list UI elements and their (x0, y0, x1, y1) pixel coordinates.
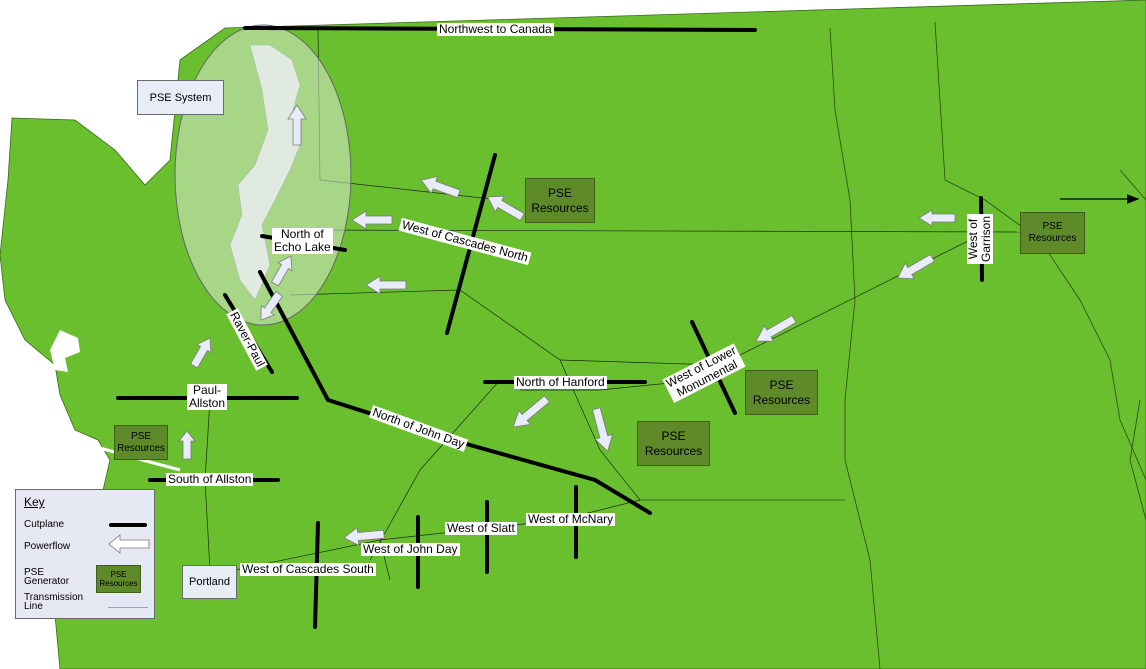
key-transmission-line-label: Transmission Line (24, 592, 84, 612)
pse-generator-far-east: PSE Resources (1020, 212, 1085, 254)
powerflow-arrow-icon (897, 253, 935, 280)
key-cutplane-label: Cutplane (24, 519, 65, 530)
key-title: Key (24, 495, 45, 509)
powerflow-arrow-icon (189, 337, 212, 369)
label-west-of-slatt: West of Slatt (445, 521, 517, 535)
label-west-of-mcnary: West of McNary (526, 512, 616, 526)
powerflow-arrow-icon (487, 195, 525, 222)
label-west-of-john-day: West of John Day (361, 542, 460, 556)
powerflow-arrow-icon (420, 175, 461, 199)
map-key: Key Cutplane Powerflow PSE Generator PSE… (15, 489, 155, 619)
powerflow-arrow-icon (351, 210, 393, 230)
powerflow-arrow-icon (287, 104, 307, 146)
powerflow-arrow-icon (270, 255, 293, 287)
label-north-of-echo-lake: North of Echo Lake (272, 227, 333, 254)
key-cutplane-swatch (109, 523, 147, 527)
powerflow-arrow-icon (591, 407, 614, 453)
pse-generator-east: PSE Resources (745, 370, 818, 415)
label-west-of-garrison: West of Garrison (966, 213, 994, 265)
powerflow-arrows (178, 104, 956, 547)
coast-inlet (50, 330, 80, 372)
key-powerflow-label: Powerflow (24, 541, 71, 552)
portland-label: Portland (182, 565, 237, 599)
key-transmission-line-swatch (108, 607, 148, 608)
pse-generator-southwest: PSE Resources (114, 425, 168, 460)
powerflow-arrow-icon (755, 314, 797, 342)
key-generator-swatch: PSE Resources (96, 565, 141, 593)
label-north-of-hanford: North of Hanford (514, 375, 607, 389)
label-paul-allston: Paul- Allston (187, 383, 228, 410)
powerflow-arrow-icon (260, 291, 284, 321)
powerflow-arrow-icon (178, 430, 196, 460)
powerflow-arrow-icon (343, 526, 385, 547)
pse-generator-north: PSE Resources (525, 178, 595, 223)
label-northwest-to-canada: Northwest to Canada (437, 22, 554, 36)
label-west-of-cascades-south: West of Cascades South (240, 562, 376, 576)
powerflow-arrow-icon (365, 275, 407, 295)
powerflow-arrow-icon (918, 209, 956, 227)
pse-system-label: PSE System (137, 80, 224, 115)
label-south-of-allston: South of Allston (166, 472, 254, 486)
powerflow-arrow-icon (512, 395, 550, 428)
powerflow-arrow-icon (108, 534, 150, 554)
key-pse-generator-label: PSE Generator (24, 567, 70, 587)
pse-generator-central: PSE Resources (637, 421, 710, 466)
